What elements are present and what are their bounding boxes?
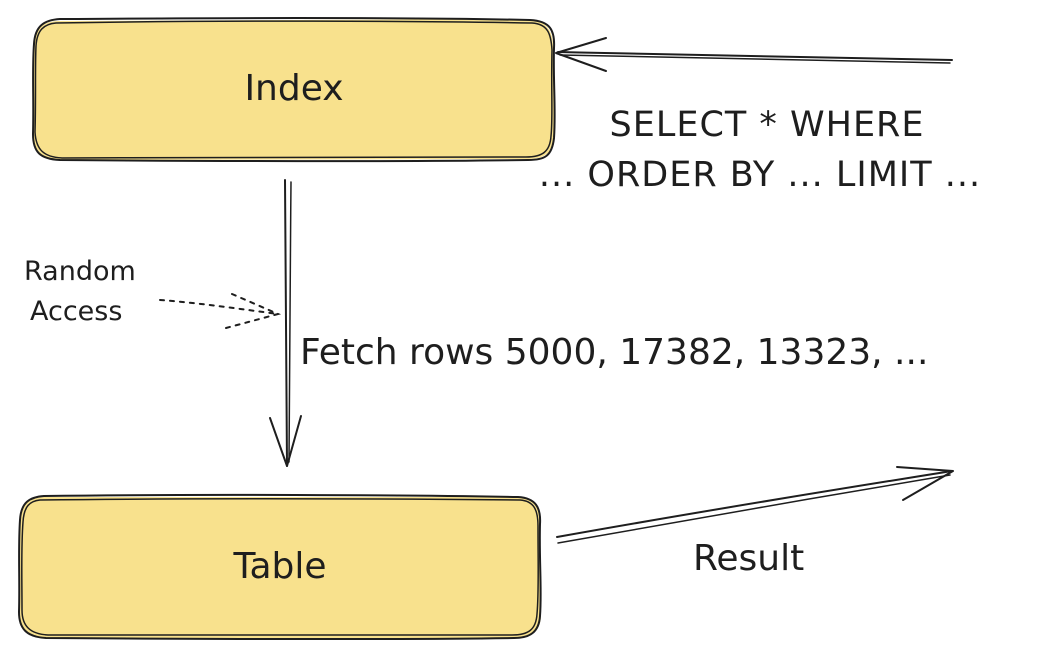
table-node-box xyxy=(19,497,541,638)
table-node[interactable]: Table xyxy=(18,493,542,641)
index-node-outline-second-pass xyxy=(34,20,553,159)
random-access-dotted-shaft xyxy=(159,299,279,315)
index-node[interactable]: Index xyxy=(32,17,556,163)
query-arrow xyxy=(555,37,953,72)
table-node-outline-second-pass xyxy=(21,498,539,637)
query-line-2: ... ORDER BY ... LIMIT ... xyxy=(539,155,981,195)
query-arrow-head xyxy=(555,37,607,72)
fetch-label: Fetch rows 5000, 17382, 13323, ... xyxy=(300,332,928,373)
table-node-outline xyxy=(18,493,542,641)
query-arrow-shaft-second-pass xyxy=(559,54,951,64)
random-access-dotted-arrow xyxy=(159,293,282,329)
result-arrow xyxy=(556,466,954,544)
query-line-1: SELECT * WHERE xyxy=(610,105,925,145)
fetch-arrow-shaft xyxy=(284,179,288,467)
random-access-line-1: Random xyxy=(24,256,136,287)
fetch-arrow xyxy=(269,179,302,467)
query-arrow-shaft xyxy=(557,51,953,61)
fetch-arrow-shaft-second-pass xyxy=(288,181,292,463)
result-arrow-head xyxy=(896,466,954,501)
random-access-dotted-head xyxy=(225,293,282,329)
table-node-label: Table xyxy=(232,546,326,587)
index-node-box xyxy=(33,19,555,160)
random-access-line-2: Access xyxy=(30,296,122,327)
result-arrow-shaft xyxy=(556,470,953,538)
index-node-label: Index xyxy=(244,68,343,109)
index-node-outline xyxy=(32,17,556,163)
result-arrow-shaft-second-pass xyxy=(557,474,951,544)
result-label: Result xyxy=(693,538,804,579)
fetch-arrow-head xyxy=(269,415,302,467)
